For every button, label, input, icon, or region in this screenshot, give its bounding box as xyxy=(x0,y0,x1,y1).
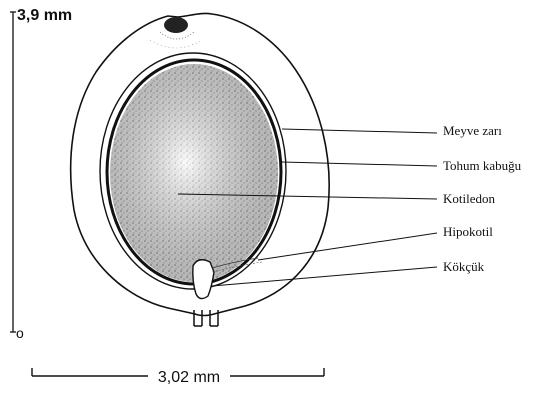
label-kokcuk: Kökçük xyxy=(443,259,485,274)
label-hipokotil: Hipokotil xyxy=(443,224,493,239)
width-label: 3,02 mm xyxy=(158,369,220,386)
label-meyve-zari: Meyve zarı xyxy=(443,123,502,138)
scale-bottom-label: o xyxy=(16,325,24,341)
label-kotiledon: Kotiledon xyxy=(443,191,495,206)
vertical-scale-bar xyxy=(10,12,16,332)
scale-top-label: 3,9 mm xyxy=(17,7,72,24)
label-tohum-kabugu: Tohum kabuğu xyxy=(443,158,522,173)
cotyledon-shading xyxy=(110,64,278,282)
